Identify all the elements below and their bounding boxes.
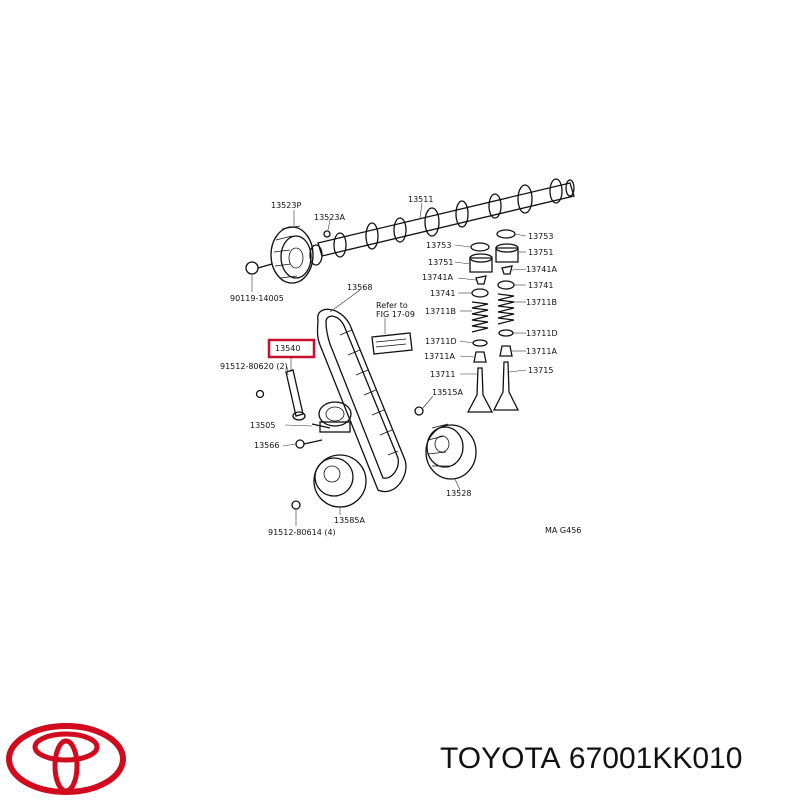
idler-pulley	[311, 401, 352, 433]
tensioner-bolt	[255, 389, 265, 399]
label-13540: 13540	[275, 344, 300, 353]
exhaust-valve	[492, 361, 520, 411]
camshaft	[317, 178, 575, 258]
label-13528: 13528	[446, 489, 471, 498]
label-refer-line2: FIG 17-09	[376, 310, 415, 319]
shim	[496, 229, 516, 239]
cam-lobe	[333, 232, 347, 258]
label-13741-right: 13741	[528, 281, 553, 290]
label-13505: 13505	[250, 421, 275, 430]
valve-lifter	[495, 247, 519, 263]
label-13568: 13568	[347, 283, 372, 292]
label-13741-left: 13741	[430, 289, 455, 298]
timing-belt	[316, 308, 407, 493]
pulley-bolt	[245, 261, 273, 292]
valve-spring	[497, 293, 515, 325]
label-13753-right: 13753	[528, 232, 553, 241]
toyota-logo-icon	[6, 723, 126, 795]
part-labels: 13523P 13523A 13511 90119-14005 13568 Re…	[220, 195, 581, 537]
label-91512-80614: 91512-80614 (4)	[268, 528, 336, 537]
cam-lobe	[455, 200, 469, 228]
cam-journal	[517, 184, 533, 214]
footer-caption: TOYOTA 67001KK010	[440, 742, 785, 776]
spring-seat	[498, 329, 514, 337]
valve-stack-right	[492, 229, 520, 411]
label-13715: 13715	[528, 366, 553, 375]
cam-end	[565, 179, 575, 197]
spring-seat	[472, 339, 488, 347]
label-13523P: 13523P	[271, 201, 301, 210]
label-13711B-left: 13711B	[425, 307, 456, 316]
leader-lines	[282, 202, 527, 526]
label-13711B-right: 13711B	[526, 298, 557, 307]
part-number: 67001KK010	[568, 742, 743, 775]
cam-journal	[424, 207, 440, 237]
label-91512-80620: 91512-80620 (2)	[220, 362, 288, 371]
label-13711A-left: 13711A	[424, 352, 455, 361]
reference-part-sketch	[371, 332, 413, 355]
label-13711: 13711	[430, 370, 455, 379]
label-13751-left: 13751	[428, 258, 453, 267]
valve-spring	[471, 301, 489, 333]
camshaft-key	[309, 244, 323, 266]
pulley-bolt-lower	[291, 500, 301, 510]
crankshaft-pulley	[313, 454, 367, 508]
label-13515A: 13515A	[432, 388, 463, 397]
cam-lobe	[488, 193, 502, 219]
valve-stack-left	[466, 242, 494, 413]
label-refer-line1: Refer to	[376, 301, 408, 310]
spring-retainer	[471, 288, 489, 298]
valve-seal	[499, 345, 513, 357]
label-13741A-right: 13741A	[526, 265, 557, 274]
crankshaft-timing-pulley	[425, 423, 477, 480]
cam-lobe	[365, 222, 379, 250]
label-13711D-right: 13711D	[526, 329, 558, 338]
shim	[470, 242, 490, 252]
camshaft-timing-pulley	[270, 225, 323, 284]
intake-valve	[466, 367, 494, 413]
knock-pin	[323, 230, 331, 238]
label-13523A: 13523A	[314, 213, 345, 222]
valve-lifter	[469, 257, 493, 273]
label-13585A: 13585A	[334, 516, 365, 525]
spring-retainer	[497, 280, 515, 290]
tensioner-assembly	[255, 369, 306, 421]
label-13566: 13566	[254, 441, 279, 450]
valve-keeper	[475, 275, 487, 285]
valve-keeper	[501, 265, 513, 275]
cam-lobe	[549, 178, 563, 204]
label-13753-left: 13753	[426, 241, 451, 250]
label-diagram-code: MA G456	[545, 526, 581, 535]
label-13711A-right: 13711A	[526, 347, 557, 356]
idler-bolt	[295, 439, 323, 449]
cam-lobe	[393, 217, 407, 243]
highlighted-part-box	[267, 338, 316, 359]
plug	[414, 406, 424, 416]
label-90119: 90119-14005	[230, 294, 284, 303]
label-13751-right: 13751	[528, 248, 553, 257]
label-13511: 13511	[408, 195, 433, 204]
brand-name: TOYOTA	[440, 742, 561, 775]
label-13741A-left: 13741A	[422, 273, 453, 282]
valve-seal	[473, 351, 487, 363]
label-13711D-left: 13711D	[425, 337, 457, 346]
